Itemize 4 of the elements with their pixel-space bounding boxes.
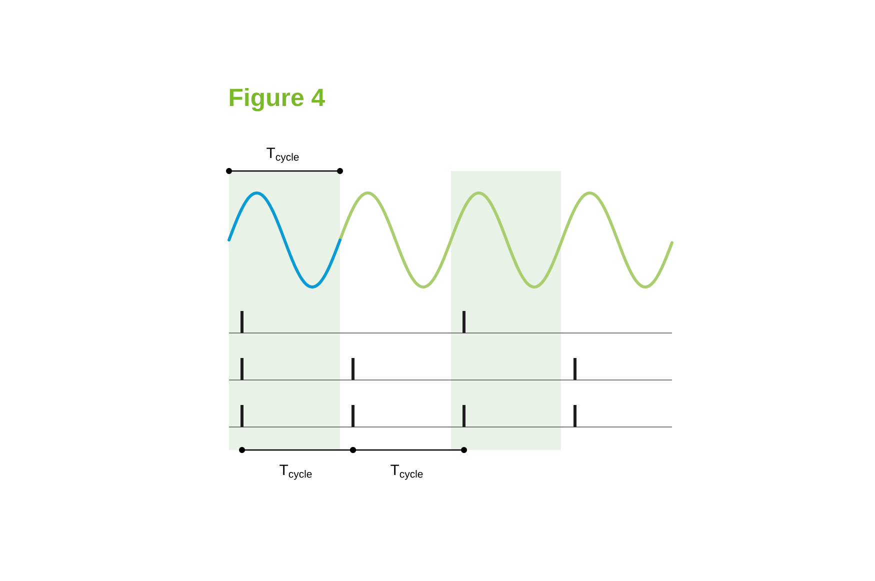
dimension-label: T$_{cycle}$: [266, 148, 299, 163]
dimension-label: T$_{cycle}$: [390, 464, 423, 480]
title: Figure 4: [230, 88, 325, 112]
dimension-label: T$_{cycle}$: [280, 464, 312, 480]
